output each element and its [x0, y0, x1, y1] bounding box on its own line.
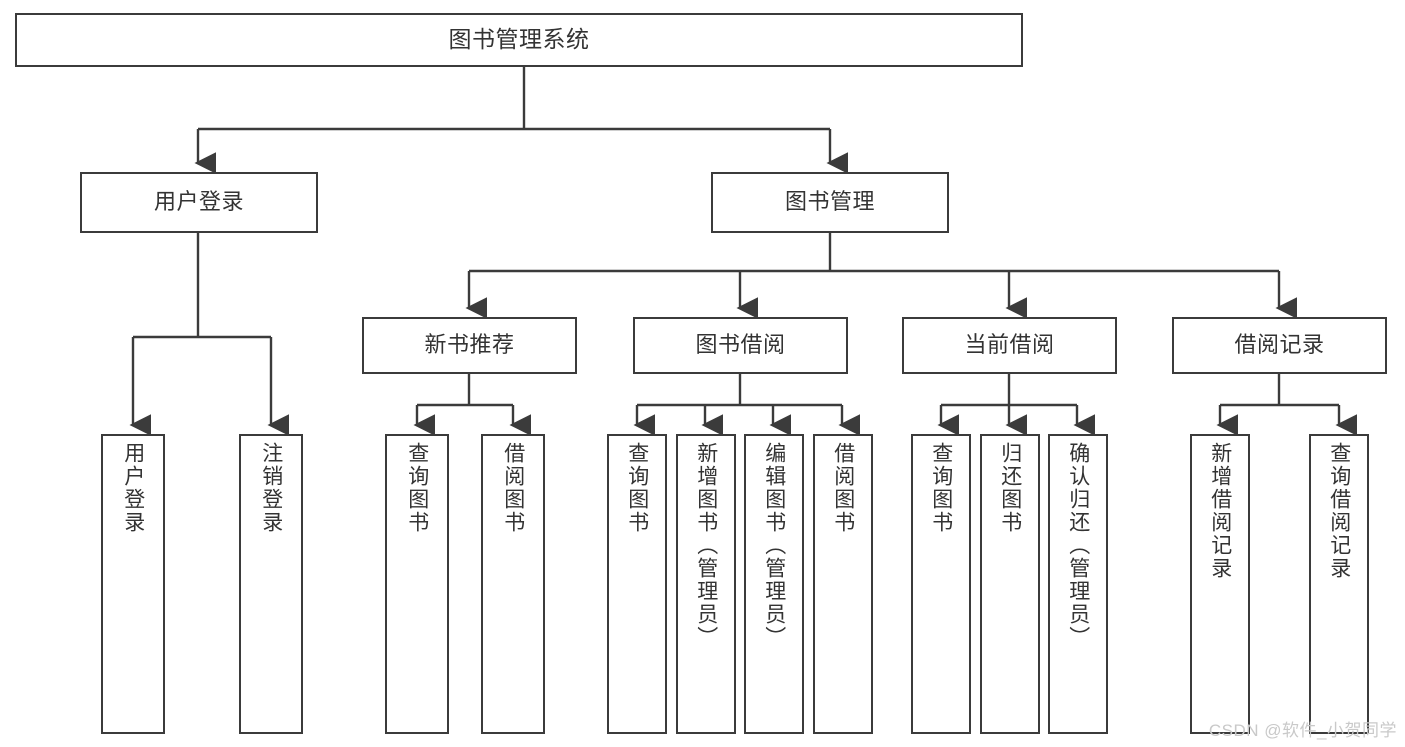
leaf-label: 查询借阅记录: [1327, 442, 1351, 580]
leaf-query-book-borrow[interactable]: 查询图书: [607, 434, 667, 734]
leaf-borrow-book-borrow[interactable]: 借阅图书: [813, 434, 873, 734]
leaf-label: 查询图书: [625, 442, 649, 534]
leaf-query-book-current[interactable]: 查询图书: [911, 434, 971, 734]
leaf-label: 查询图书: [929, 442, 953, 534]
node-root-book-management-system[interactable]: 图书管理系统: [15, 13, 1023, 67]
leaf-label: 新增图书（管理员）: [694, 442, 718, 649]
leaf-user-login[interactable]: 用户登录: [101, 434, 165, 734]
leaf-user-logout[interactable]: 注销登录: [239, 434, 303, 734]
leaf-label: 借阅图书: [501, 442, 525, 534]
node-user-login[interactable]: 用户登录: [80, 172, 318, 233]
node-new-book-recommend[interactable]: 新书推荐: [362, 317, 577, 374]
node-book-borrow[interactable]: 图书借阅: [633, 317, 848, 374]
leaf-label: 查询图书: [405, 442, 429, 534]
leaf-query-book-new-recommend[interactable]: 查询图书: [385, 434, 449, 734]
leaf-edit-book-admin[interactable]: 编辑图书（管理员）: [744, 434, 804, 734]
leaf-query-borrow-record[interactable]: 查询借阅记录: [1309, 434, 1369, 734]
leaf-label: 借阅图书: [831, 442, 855, 534]
node-borrow-record[interactable]: 借阅记录: [1172, 317, 1387, 374]
leaf-label: 归还图书: [998, 442, 1022, 534]
leaf-borrow-book-new-recommend[interactable]: 借阅图书: [481, 434, 545, 734]
leaf-confirm-return-admin[interactable]: 确认归还（管理员）: [1048, 434, 1108, 734]
leaf-label: 确认归还（管理员）: [1066, 442, 1090, 649]
leaf-label: 编辑图书（管理员）: [762, 442, 786, 649]
leaf-add-borrow-record[interactable]: 新增借阅记录: [1190, 434, 1250, 734]
node-current-borrow[interactable]: 当前借阅: [902, 317, 1117, 374]
leaf-label: 用户登录: [121, 442, 145, 534]
leaf-label: 注销登录: [259, 442, 283, 534]
leaf-add-book-admin[interactable]: 新增图书（管理员）: [676, 434, 736, 734]
leaf-return-book[interactable]: 归还图书: [980, 434, 1040, 734]
csdn-watermark: CSDN @软件_小贺同学: [1208, 721, 1397, 740]
leaf-label: 新增借阅记录: [1208, 442, 1232, 580]
node-book-management[interactable]: 图书管理: [711, 172, 949, 233]
